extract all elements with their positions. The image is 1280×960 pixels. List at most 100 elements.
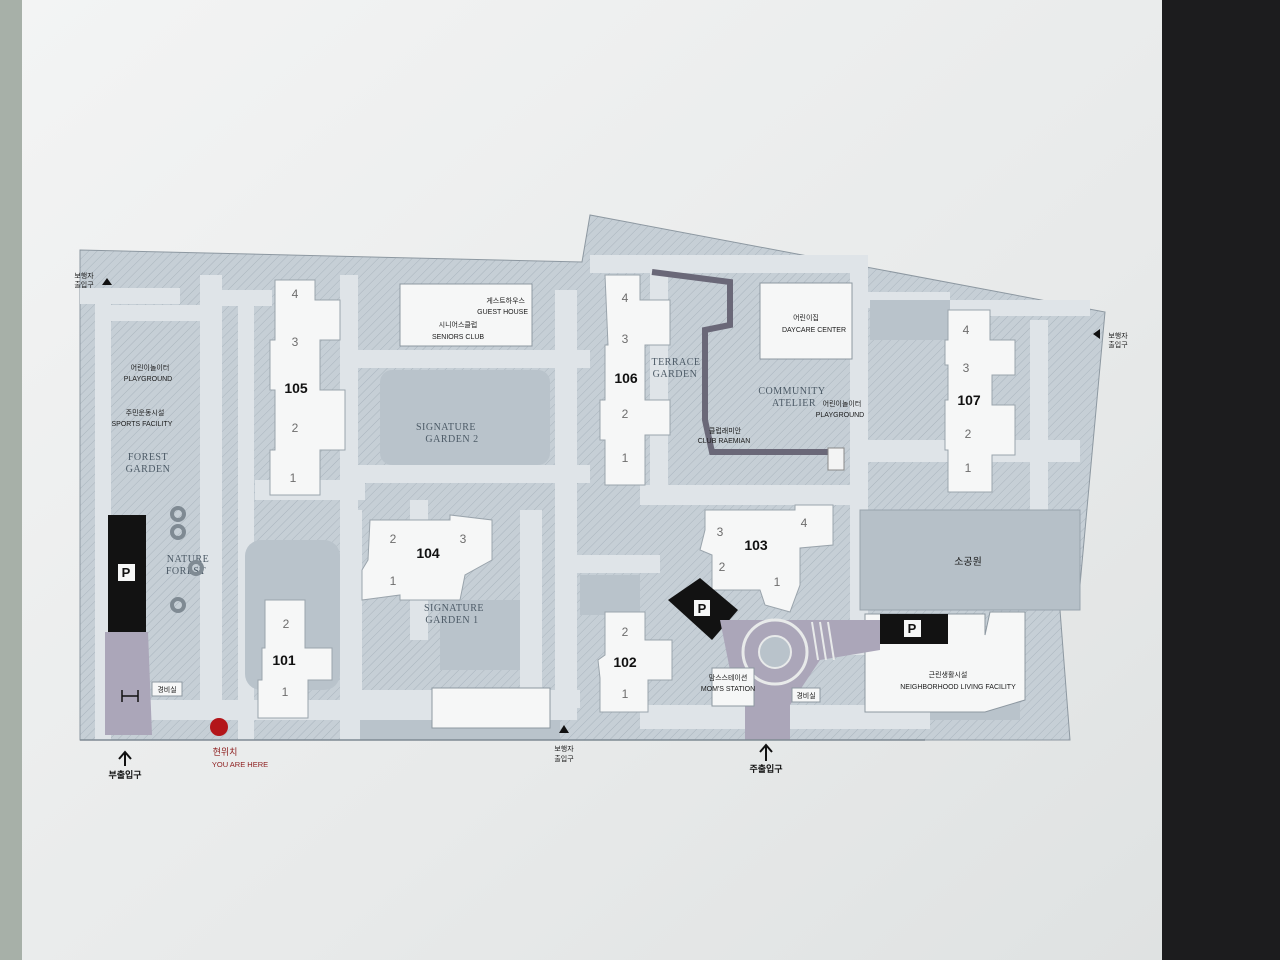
small-park-label: 소공원 [954, 556, 982, 568]
guest-house-label-ko: 게스트하우스 [486, 296, 525, 305]
daycare-building[interactable] [759, 282, 853, 360]
building-103-number: 103 [744, 537, 768, 553]
ped-entrance-nw-marker [102, 278, 112, 285]
main-entrance-arrow-icon [759, 743, 773, 761]
building-102-floor-1: 1 [622, 687, 629, 701]
building-101-floor-1: 1 [282, 685, 289, 699]
terrace-garden-label-2: GARDEN [653, 369, 698, 380]
building-105-floor-3: 3 [292, 335, 299, 349]
signature-garden-2-label-1: SIGNATURE [416, 422, 476, 433]
guard-house-west-label: 경비실 [157, 685, 176, 694]
building-105-number: 105 [284, 380, 308, 396]
you-are-here-marker[interactable] [210, 718, 228, 736]
playground-west-label-ko: 어린이놀이터 [131, 363, 170, 372]
community-atelier-label-1: COMMUNITY [758, 386, 825, 397]
small-park [859, 509, 1081, 611]
moms-station-label-ko: 맘스스테이션 [709, 673, 748, 682]
background-dark-wall [1155, 0, 1280, 960]
guard-house-east[interactable] [791, 687, 821, 703]
roundabout [720, 618, 880, 740]
parking-west-ramp [105, 632, 152, 735]
nature-forest-label-2: FOREST [166, 566, 206, 577]
building-104-floor-2: 2 [390, 532, 397, 546]
neighborhood-label-en: NEIGHBORHOOD LIVING FACILITY [900, 684, 1016, 691]
ped-entrance-s-label-2: 출입구 [554, 754, 574, 763]
building-104[interactable] [361, 514, 493, 601]
signature-garden-2-label-2: GARDEN 2 [425, 434, 478, 445]
guest-house-label-en: GUEST HOUSE [477, 309, 528, 316]
guard-house-west[interactable] [151, 681, 183, 697]
building-103-floor-4: 4 [801, 516, 808, 530]
building-103-floor-2: 2 [719, 560, 726, 574]
community-route [651, 269, 832, 455]
community-atelier-label-2: ATELIER [772, 398, 816, 409]
south-facility-building[interactable] [431, 687, 551, 729]
building-104-floor-1: 1 [390, 574, 397, 588]
playground-east-label-ko: 어린이놀이터 [823, 399, 862, 408]
daycare-label-ko: 어린이집 [793, 313, 819, 322]
building-106-floor-3: 3 [622, 332, 629, 346]
community-kiosk [827, 447, 845, 471]
signature-garden-1-label-1: SIGNATURE [424, 603, 484, 614]
playground-east-label-en: PLAYGROUND [816, 412, 865, 419]
building-102[interactable] [597, 611, 673, 713]
guest-house-seniors-club-building[interactable] [399, 283, 533, 347]
you-are-here-label-ko: 현위치 [213, 746, 238, 757]
ped-entrance-s-marker [559, 725, 569, 733]
moms-station-building[interactable] [711, 667, 755, 707]
signature-garden-1-label-2: GARDEN 1 [425, 615, 478, 626]
parking-east[interactable] [880, 614, 948, 644]
ped-entrance-nw-label-1: 보행자 [74, 271, 94, 280]
seniors-club-label-en: SENIORS CLUB [432, 334, 484, 341]
building-102-number: 102 [613, 654, 637, 670]
building-107[interactable] [944, 309, 1016, 493]
building-105[interactable] [269, 279, 346, 496]
building-106-floor-4: 4 [622, 291, 629, 305]
sports-facility-label-ko: 주민운동시설 [126, 408, 165, 417]
building-107-floor-1: 1 [965, 461, 972, 475]
building-107-floor-3: 3 [963, 361, 970, 375]
ped-entrance-nw-label-2: 출입구 [74, 280, 94, 289]
building-106-floor-1: 1 [622, 451, 629, 465]
club-raemian-label-en: CLUB RAEMIAN [698, 438, 751, 445]
forest-garden-label-1: FOREST [128, 452, 168, 463]
side-entrance-label: 부출입구 [108, 769, 141, 780]
building-102-floor-2: 2 [622, 625, 629, 639]
building-105-floor-2: 2 [292, 421, 299, 435]
main-entrance-label: 주출입구 [749, 763, 782, 774]
building-104-floor-3: 3 [460, 532, 467, 546]
you-are-here-label-en: YOU ARE HERE [212, 760, 268, 769]
building-101[interactable] [257, 599, 333, 719]
seniors-club-label-ko: 시니어스클럽 [439, 320, 478, 329]
club-raemian-label-ko: 클럽래미안 [709, 426, 742, 435]
ped-entrance-ne-label-1: 보행자 [1108, 331, 1128, 340]
parking-west-gate [121, 690, 139, 702]
playground-west-label-en: PLAYGROUND [124, 376, 173, 383]
ped-entrance-ne-marker [1093, 329, 1100, 339]
forest-garden-label-2: GARDEN [126, 464, 171, 475]
building-107-floor-2: 2 [965, 427, 972, 441]
guard-house-east-label: 경비실 [796, 691, 815, 700]
parking-center[interactable] [668, 578, 738, 640]
building-103[interactable] [699, 504, 834, 613]
daycare-label-en: DAYCARE CENTER [782, 327, 846, 334]
side-entrance-arrow-icon [118, 750, 132, 766]
sports-facility-label-en: SPORTS FACILITY [112, 421, 173, 428]
building-101-floor-2: 2 [283, 617, 290, 631]
building-103-floor-3: 3 [717, 525, 724, 539]
building-106[interactable] [599, 274, 671, 486]
parking-west-sign-bg [118, 564, 135, 581]
neighborhood-label-ko: 근린생활시설 [929, 670, 968, 679]
building-106-number: 106 [614, 370, 638, 386]
parking-east-label: P [908, 621, 917, 636]
moms-station-label-en: MOM'S STATION [701, 686, 755, 693]
parking-west-label: P [122, 565, 131, 580]
parking-center-label: P [698, 601, 707, 616]
building-105-floor-1: 1 [290, 471, 297, 485]
background-left-edge [0, 0, 24, 960]
building-103-floor-1: 1 [774, 575, 781, 589]
building-105-floor-4: 4 [292, 287, 299, 301]
nature-forest-label-1: NATURE [167, 554, 209, 565]
building-104-number: 104 [416, 545, 440, 561]
